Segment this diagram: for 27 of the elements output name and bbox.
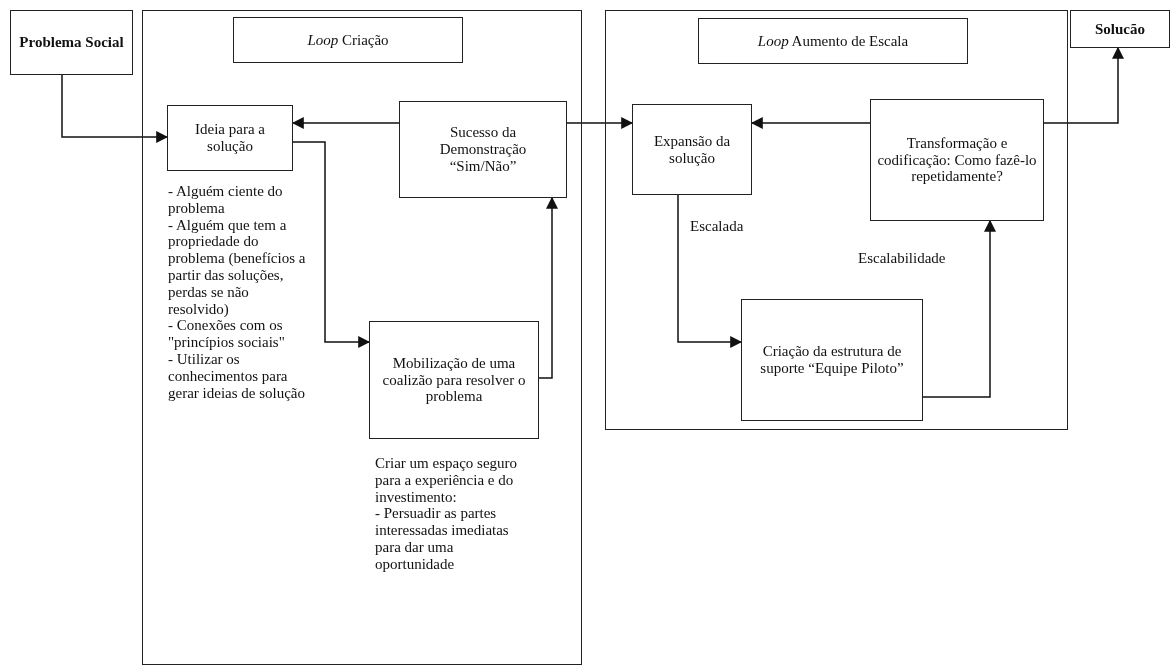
process-box: Problema Social (10, 10, 133, 75)
arrow (61, 74, 169, 143)
note-text: Criar um espaço seguro para a experiência e do investimento: (375, 455, 519, 506)
note-text: - Alguém ciente do problema (168, 183, 284, 217)
process-box: Ideia para a solução (167, 105, 293, 171)
arrow (750, 117, 871, 129)
loop-frame (605, 10, 1068, 430)
loop-title: Loop Criação (233, 17, 463, 63)
arrow (538, 196, 558, 379)
note-text: - Conexões com os "princípios sociais" (168, 317, 286, 351)
process-box: Expansão da solução (632, 104, 752, 195)
loop-frame (142, 10, 582, 665)
process-box: Solucão (1070, 10, 1170, 48)
arrow (677, 194, 743, 348)
arrow (922, 219, 996, 398)
note-text: - Utilizar os conhecimentos para gerar ideias de solução (168, 350, 307, 402)
arrow (291, 117, 400, 129)
arrow (292, 141, 371, 348)
process-box: Criação da estrutura de suporte “Equipe Piloto” (741, 299, 923, 421)
note-text: - Persuadir as partes interessadas imediatas para dar uma oportunidade (375, 505, 510, 573)
process-box: Transformação e codificação: Como fazê-lo repetidamente? (870, 99, 1044, 221)
arrow (1043, 46, 1124, 124)
process-box: Mobilização de uma coalizão para resolver o problema (369, 321, 539, 439)
process-box: Sucesso da Demonstração “Sim/Não” (399, 101, 567, 198)
arrow (566, 117, 634, 129)
loop-title: Loop Aumento de Escala (698, 18, 968, 64)
note-text: - Alguém que tem a propriedade do problema (benefícios a partir das soluções, perdas se não resolvido) (168, 216, 307, 318)
